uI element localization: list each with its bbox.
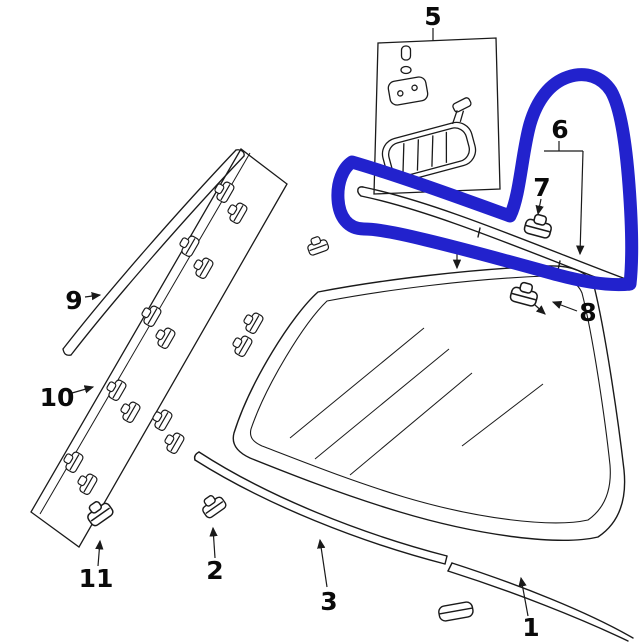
rearview-mirror[interactable] xyxy=(373,96,486,185)
lower-molding[interactable] xyxy=(193,451,448,565)
callout-9[interactable]: 9 xyxy=(65,286,82,315)
mirror-base-plate xyxy=(387,76,429,106)
clip-part-8[interactable] xyxy=(508,279,541,308)
clip xyxy=(210,177,236,205)
clip xyxy=(151,323,177,351)
callout-3[interactable]: 3 xyxy=(320,587,337,616)
callout-6[interactable]: 6 xyxy=(551,115,568,144)
clip xyxy=(160,428,186,456)
roof-rail-assembly xyxy=(30,148,331,548)
inset-box-frame xyxy=(373,37,501,195)
leader-9 xyxy=(84,291,102,301)
clip xyxy=(304,233,331,257)
callout-7[interactable]: 7 xyxy=(533,173,550,202)
leader-3 xyxy=(317,538,328,588)
mirror-kit-inset xyxy=(373,37,501,195)
rail-strip[interactable] xyxy=(62,149,245,356)
windshield-glass-inner xyxy=(249,275,611,524)
clip xyxy=(239,308,265,336)
clip-part-2[interactable] xyxy=(197,490,229,520)
leader-lines xyxy=(71,28,585,617)
leader-1 xyxy=(518,576,529,617)
callout-5[interactable]: 5 xyxy=(424,2,441,31)
clip-part-7[interactable] xyxy=(522,211,555,240)
clip xyxy=(148,405,174,433)
clip xyxy=(228,331,254,359)
screw-icon xyxy=(400,45,412,75)
clip xyxy=(116,397,142,425)
leader-8 xyxy=(551,301,578,312)
spacer-block xyxy=(438,601,474,622)
clip xyxy=(59,447,85,475)
install-arrow-clip8 xyxy=(534,304,546,315)
moldings xyxy=(193,186,634,642)
glass-reflection-lines xyxy=(289,327,544,476)
leader-10 xyxy=(71,385,95,394)
callout-8[interactable]: 8 xyxy=(579,298,596,327)
selection-highlight[interactable] xyxy=(331,68,639,292)
callout-labels: 5 6 7 8 9 10 11 2 3 1 xyxy=(40,2,597,642)
clip xyxy=(189,253,215,281)
leader-7 xyxy=(535,198,544,216)
rail-panel[interactable] xyxy=(30,148,288,548)
callout-11[interactable]: 11 xyxy=(79,564,114,593)
callout-10[interactable]: 10 xyxy=(40,383,75,412)
clip-part-11[interactable] xyxy=(81,495,116,529)
side-molding[interactable] xyxy=(447,562,634,642)
leader-11 xyxy=(95,539,104,567)
clip xyxy=(223,198,249,226)
leader-6 xyxy=(576,150,585,256)
callout-1[interactable]: 1 xyxy=(522,613,539,642)
callout-2[interactable]: 2 xyxy=(206,556,223,585)
clip xyxy=(73,469,99,497)
leader-2 xyxy=(209,526,218,559)
